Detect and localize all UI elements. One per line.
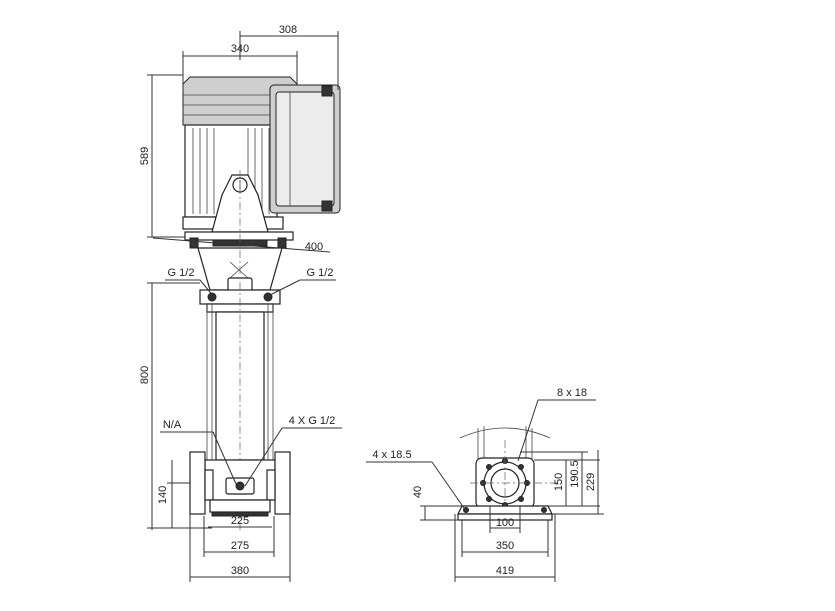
dim-229-label: 229 xyxy=(585,473,597,491)
dim-800-label: 800 xyxy=(139,366,151,384)
front-dimension-lines xyxy=(147,31,342,582)
side-view: 8 x 18 4 x 18.5 40 150 190.5 229 100 350… xyxy=(366,387,604,582)
dim-340-label: 340 xyxy=(231,43,249,55)
motor xyxy=(182,76,341,230)
dim-589-label: 589 xyxy=(139,147,151,165)
dim-350-label: 350 xyxy=(496,540,514,552)
pump-body xyxy=(206,170,274,530)
side-dimension-lines xyxy=(366,399,604,582)
port-left-label: G 1/2 xyxy=(168,267,195,279)
ports-bottom-label: 4 X G 1/2 xyxy=(289,415,335,427)
pump-foot xyxy=(189,451,291,517)
port-right-label: G 1/2 xyxy=(307,267,334,279)
na-label: N/A xyxy=(163,419,182,431)
dim-400-label: 400 xyxy=(305,241,323,253)
dim-150-label: 150 xyxy=(553,473,565,491)
dim-380-label: 380 xyxy=(231,565,249,577)
dim-225-label: 225 xyxy=(231,515,249,527)
dim-275-label: 275 xyxy=(231,540,249,552)
bolt-holes-label: 8 x 18 xyxy=(557,387,587,399)
dim-140-label: 140 xyxy=(157,486,169,504)
dim-190-5-label: 190.5 xyxy=(569,460,581,488)
front-view: 308 340 589 400 G 1/2 G 1/2 800 N/A 4 X … xyxy=(139,24,342,582)
dim-100-label: 100 xyxy=(496,517,514,529)
dim-419-label: 419 xyxy=(496,565,514,577)
foot-holes-label: 4 x 18.5 xyxy=(372,449,411,461)
dim-308-label: 308 xyxy=(279,24,297,36)
dim-40-label: 40 xyxy=(412,486,424,498)
